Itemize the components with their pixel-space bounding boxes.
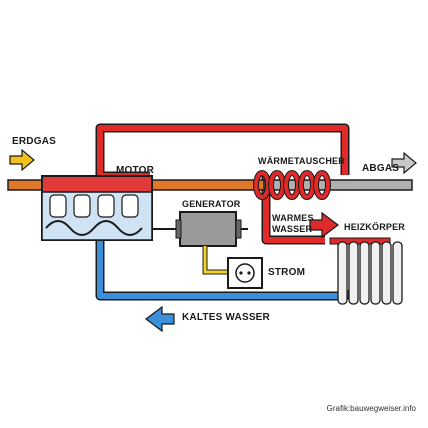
label-waermetauscher: WÄRMETAUSCHER [258,156,345,166]
heat-exchanger-coil-icon [253,170,331,200]
label-heizkoerper: HEIZKÖRPER [344,222,406,232]
hot-water-arrow-icon [309,211,339,239]
label-motor: MOTOR [116,165,155,176]
radiator-icon [329,237,403,305]
generator-icon [175,211,242,247]
engine-cylinders-icon [45,194,143,236]
exhaust-arrow-icon [391,151,417,175]
cold-water-arrow-icon [145,305,175,333]
image-credit: Grafik:bauwegweiser.info [326,404,416,413]
label-erdgas: ERDGAS [12,136,56,147]
label-warmes-wasser-line2: WASSER [272,224,313,234]
label-generator: GENERATOR [182,199,241,209]
electric-wire [202,246,228,275]
label-strom: STROM [268,267,306,278]
engine-block [41,175,153,241]
gas-arrow-icon [9,148,35,172]
label-kaltes-wasser: KALTES WASSER [182,312,270,323]
label-abgas: ABGAS [362,163,400,174]
label-warmes-wasser-line1: WARMES [272,213,314,223]
power-socket-icon [227,257,263,289]
